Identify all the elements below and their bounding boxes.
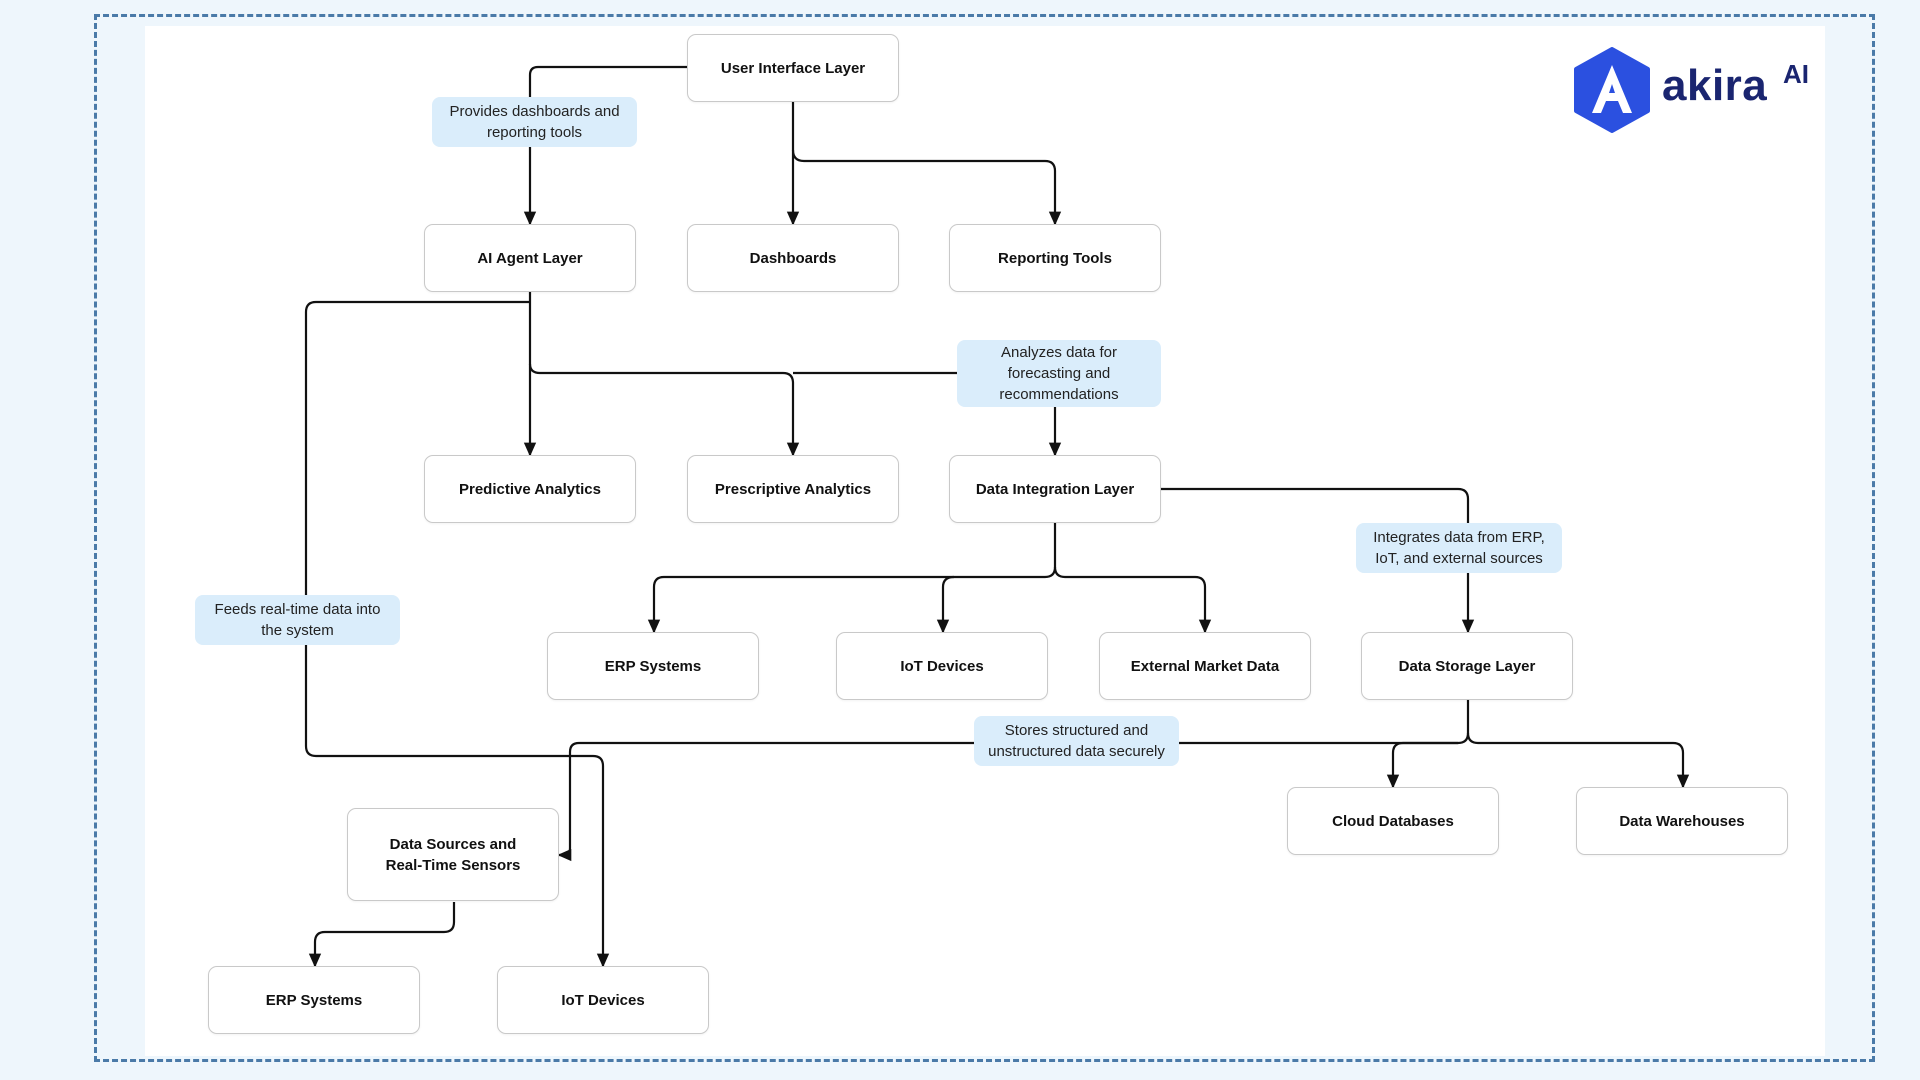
label-stores-data: Stores structured and unstructured data … xyxy=(974,716,1179,766)
label-line2: forecasting and xyxy=(1007,365,1111,382)
logo-wordmark: akira xyxy=(1662,61,1768,110)
node-erp-systems-top: ERP Systems xyxy=(547,632,759,700)
node-dashboards: Dashboards xyxy=(687,224,899,292)
node-ai-agent-layer: AI Agent Layer xyxy=(424,224,636,292)
node-label: Data Warehouses xyxy=(1619,812,1745,830)
node-label: Reporting Tools xyxy=(998,249,1112,267)
label-line2: reporting tools xyxy=(486,124,583,141)
edge-storage-to-warehouses xyxy=(1466,732,1690,789)
edge-ui-to-reporting-tools xyxy=(791,149,1062,226)
node-data-sources-sensors: Data Sources and Real-Time Sensors xyxy=(347,808,559,901)
node-label-line1: Data Sources and xyxy=(389,835,517,853)
node-label: Prescriptive Analytics xyxy=(714,480,872,498)
label-provides-dashboards: Provides dashboards and reporting tools xyxy=(432,97,637,147)
node-iot-devices-top: IoT Devices xyxy=(836,632,1048,700)
label-integrates-data: Integrates data from ERP, IoT, and exter… xyxy=(1356,523,1562,573)
node-label: IoT Devices xyxy=(900,657,984,675)
node-data-integration-layer: Data Integration Layer xyxy=(949,455,1161,523)
label-line1: Stores structured and xyxy=(1004,722,1149,739)
label-line1: Integrates data from ERP, xyxy=(1373,529,1545,546)
node-label: AI Agent Layer xyxy=(477,249,583,267)
node-external-market-data: External Market Data xyxy=(1099,632,1311,700)
node-label: Dashboards xyxy=(749,249,837,267)
node-data-warehouses: Data Warehouses xyxy=(1576,787,1788,855)
node-erp-systems-bottom: ERP Systems xyxy=(208,966,420,1034)
node-label: IoT Devices xyxy=(561,991,645,1009)
node-iot-devices-bottom: IoT Devices xyxy=(497,966,709,1034)
edge-integration-to-storage xyxy=(1161,487,1475,634)
node-reporting-tools: Reporting Tools xyxy=(949,224,1161,292)
label-line3: recommendations xyxy=(999,386,1119,403)
label-line2: unstructured data securely xyxy=(988,743,1165,760)
node-label: External Market Data xyxy=(1130,657,1280,675)
node-label: ERP Systems xyxy=(265,991,363,1009)
akira-logo-icon xyxy=(1574,47,1650,133)
edge-integration-to-erp xyxy=(647,523,1057,634)
label-analyzes-data: Analyzes data for forecasting and recomm… xyxy=(957,340,1161,407)
node-cloud-databases: Cloud Databases xyxy=(1287,787,1499,855)
akira-ai-logo: akira AI xyxy=(1570,47,1840,137)
label-line1: Feeds real-time data into xyxy=(214,601,381,618)
edge-sources-to-erp xyxy=(308,902,456,968)
node-label: Data Integration Layer xyxy=(975,480,1135,498)
node-data-storage-layer: Data Storage Layer xyxy=(1361,632,1573,700)
node-prescriptive-analytics: Prescriptive Analytics xyxy=(687,455,899,523)
edge-ai-to-prescriptive xyxy=(528,363,800,457)
edge-ai-feeds-loop xyxy=(304,300,610,968)
label-line2: IoT, and external sources xyxy=(1375,550,1543,567)
node-label: ERP Systems xyxy=(604,657,702,675)
node-user-interface-layer: User Interface Layer xyxy=(687,34,899,102)
label-feeds-realtime: Feeds real-time data into the system xyxy=(195,595,400,645)
node-label: Data Storage Layer xyxy=(1398,657,1536,675)
node-label: User Interface Layer xyxy=(720,59,866,77)
label-line2: the system xyxy=(261,622,334,639)
node-label: Cloud Databases xyxy=(1332,812,1454,830)
edge-integration-to-iot xyxy=(936,575,955,634)
edge-storage-to-data-sources xyxy=(557,741,1458,862)
edge-integration-to-external xyxy=(1053,566,1212,634)
edge-ui-to-ai-agent xyxy=(523,65,687,226)
node-label-line2: Real-Time Sensors xyxy=(385,856,521,874)
label-line1: Provides dashboards and xyxy=(449,103,620,120)
node-label: Predictive Analytics xyxy=(458,480,601,498)
node-predictive-analytics: Predictive Analytics xyxy=(424,455,636,523)
logo-superscript: AI xyxy=(1783,59,1809,89)
label-line1: Analyzes data for xyxy=(1001,344,1117,361)
